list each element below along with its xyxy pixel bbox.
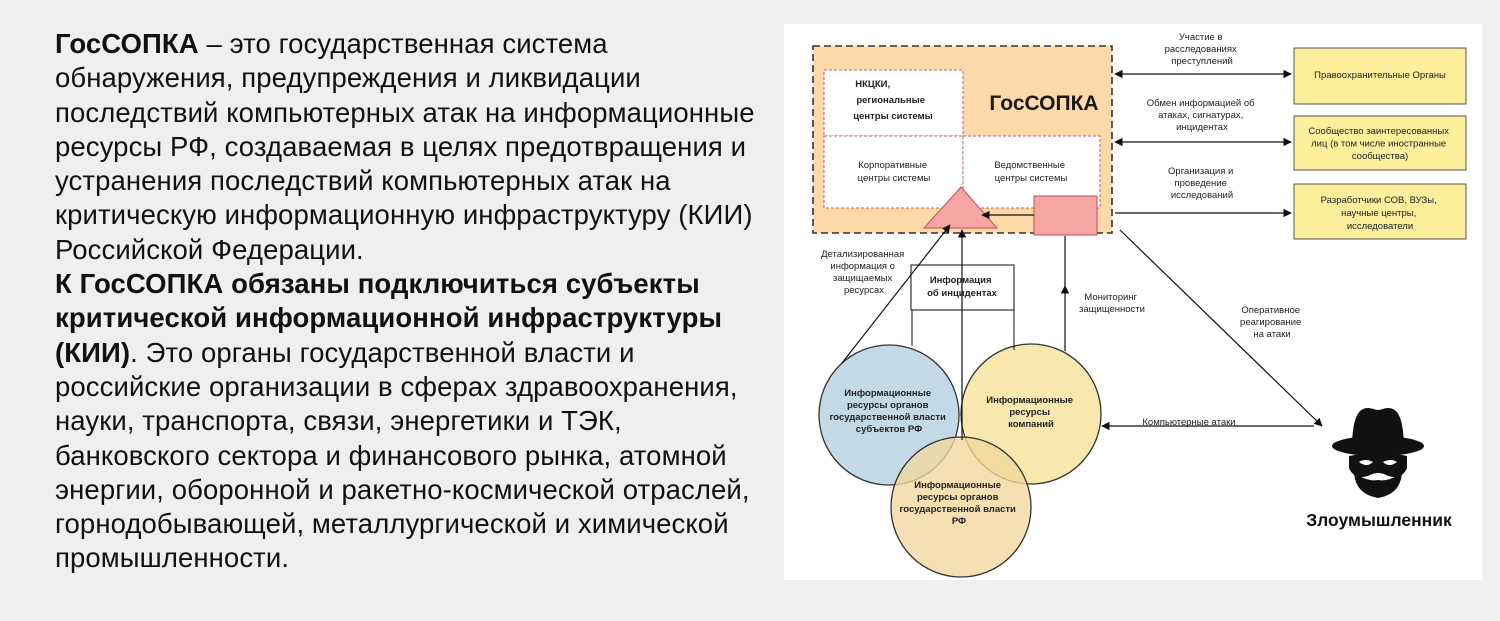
federal-label: Информационные ресурсы органов государст… [899,480,1018,527]
intruder-label: Злоумышленник [1306,510,1452,530]
federal-circle [890,436,1032,578]
response-arrow [1119,229,1323,427]
regional-label: Информационные ресурсы органов государст… [829,388,948,435]
research-label: Организация и проведение исследований [1168,166,1236,201]
description-text: ГосСОПКА – это государственная система о… [55,27,755,576]
intruder-hat-mask-icon [1332,408,1424,498]
law-enforcement-box [1293,47,1467,105]
gossopka-diagram: ГосСОПКА НКЦКИ, региональные центры сист… [784,24,1482,580]
law-enforcement-label: Правоохранительные Органы [1314,70,1446,81]
stakeholders-box [1293,115,1467,171]
corporate-box [823,135,964,209]
detailed-label: Детализированная информация о защищаемых… [821,249,907,296]
term-gossopka: ГосСОПКА [55,28,199,59]
definition-text: – это государственная система обнаружени… [55,28,755,265]
response-label: Оперативное реагирование на атаки [1240,305,1304,340]
companies-label: Информационные ресурсы компаний [986,395,1075,430]
gossopka-title: ГосСОПКА [989,92,1098,115]
monitoring-label: Мониторинг защищенности [1079,292,1145,315]
departmental-label: Ведомственные центры системы [994,160,1067,184]
detailed-arrow [841,224,951,364]
developers-label: Разработчики СОВ, ВУЗы, научные центры, … [1321,195,1440,232]
paragraph-obligation: К ГосСОПКА обязаны подключиться субъекты… [55,267,755,576]
diagram-canvas: ГосСОПКА НКЦКИ, региональные центры сист… [812,32,1467,578]
nkcki-label: НКЦКИ, региональные центры системы [853,79,932,122]
investigation-label: Участие в расследованиях преступлений [1165,32,1240,67]
corporate-label: Корпоративные центры системы [858,160,931,184]
obligation-text: . Это органы государственной власти и ро… [55,336,750,574]
obligation-bold: К ГосСОПКА обязаны подключиться субъекты… [55,268,723,368]
incident-triangle [922,186,999,229]
paragraph-definition: ГосСОПКА – это государственная система о… [55,27,755,267]
attacks-label: Компьютерные атаки [1142,417,1235,428]
stakeholders-label: Сообщество заинтересованных лиц (в том ч… [1308,126,1451,162]
monitoring-rect [1033,195,1098,236]
developers-box [1293,183,1467,240]
exchange-label: Обмен информацией об атаках, сигнатурах,… [1147,98,1257,133]
nkcki-box [823,69,964,137]
